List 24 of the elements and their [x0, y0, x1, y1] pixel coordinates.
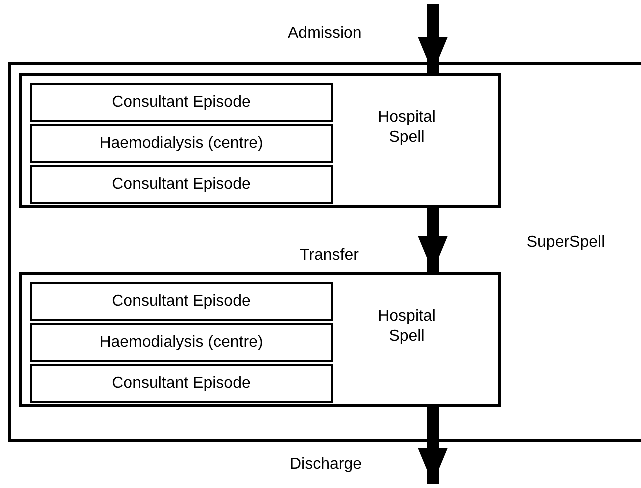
edge-label: Admission: [288, 24, 362, 44]
edge-label: Discharge: [290, 455, 362, 475]
process-box: [30, 282, 333, 321]
group-box: [19, 73, 501, 208]
node-label: Haemodialysis (centre): [98, 134, 264, 154]
process-box: [30, 165, 333, 204]
group-box: [19, 272, 501, 407]
group-box: [8, 62, 641, 442]
group-title: Hospital Spell: [377, 108, 437, 148]
node-label: Consultant Episode: [111, 374, 252, 394]
node-label: Haemodialysis (centre): [98, 332, 264, 352]
node-label: Consultant Episode: [111, 174, 252, 194]
arrow: [418, 407, 448, 484]
group-title: SuperSpell: [526, 233, 606, 253]
process-box: [30, 124, 333, 163]
edge-label: Transfer: [300, 246, 359, 266]
arrow: [418, 208, 448, 272]
node-label: Consultant Episode: [111, 292, 252, 312]
group-title: Hospital Spell: [377, 307, 437, 347]
node-label: Consultant Episode: [111, 92, 252, 112]
process-box: [30, 323, 333, 362]
process-box: [30, 364, 333, 403]
arrow: [418, 4, 448, 73]
process-box: [30, 83, 333, 122]
